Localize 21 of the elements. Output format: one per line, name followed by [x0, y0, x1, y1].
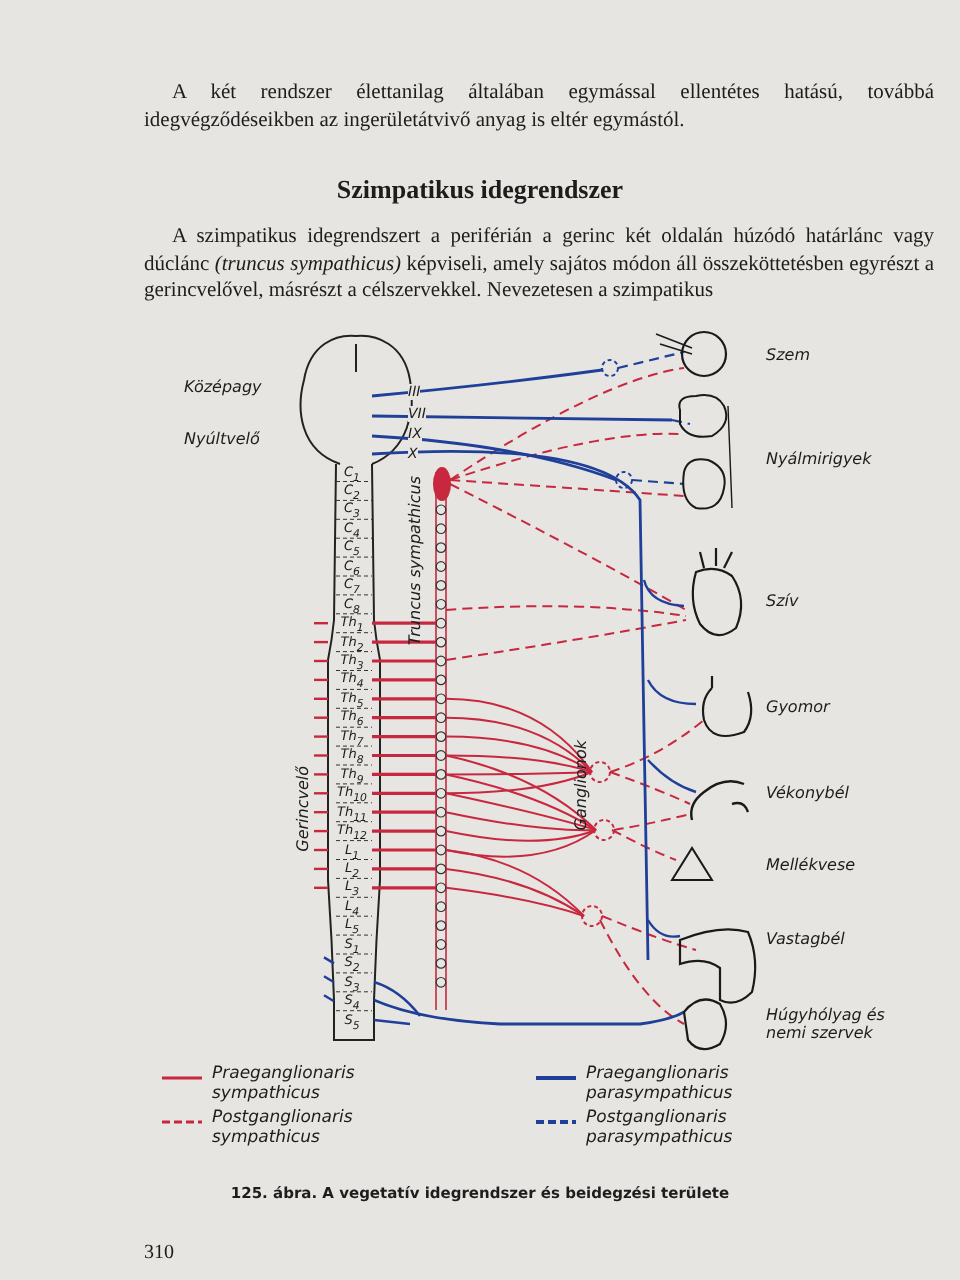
organ-label: Húgyhólyag és nemi szervek [766, 1006, 887, 1043]
organ-label: Szem [766, 346, 810, 365]
legend-label: Postganglionaris parasympathicus [586, 1110, 735, 1150]
organ-label: Szív [766, 592, 799, 611]
structure-label: Truncus sympathicus [406, 476, 425, 646]
organ-label: Vastagbél [766, 930, 845, 949]
organ-label: Mellékvese [766, 856, 856, 875]
body-paragraph: A szimpatikus idegrendszert a periférián a gerinc két oldalán húzódó határlánc vagy dúclánc (truncus sympathicus) képviseli, amely sajátos módon áll összeköttetésben egyrészt a gerincvelővel, másrészt a célszervekkel. Nevezetesen a szimpatikus [144, 224, 934, 306]
legend-label: Praeganglionaris sympathicus [212, 1066, 357, 1106]
section-heading: Szimpatikus idegrendszer [334, 176, 626, 206]
brain-region-label: Nyúltvelő [184, 430, 260, 449]
legend-label: Postganglionaris sympathicus [212, 1110, 355, 1150]
organ-label: Vékonybél [766, 784, 849, 803]
structure-label: Gerincvelő [294, 766, 313, 852]
legend-label: Praeganglionaris parasympathicus [586, 1066, 735, 1106]
page-number: 310 [144, 1240, 174, 1266]
structure-label: Ganglionok [572, 740, 591, 831]
organ-label: Gyomor [766, 698, 830, 717]
organ-label: Nyálmirigyek [766, 450, 872, 469]
body-paragraph: A két rendszer élettanilag általában egymással ellentétes hatású, továbbá idegvégződéseikben az ingerületátvivő anyag is eltér egymástól. [144, 80, 934, 135]
brain-region-label: Középagy [184, 378, 262, 397]
